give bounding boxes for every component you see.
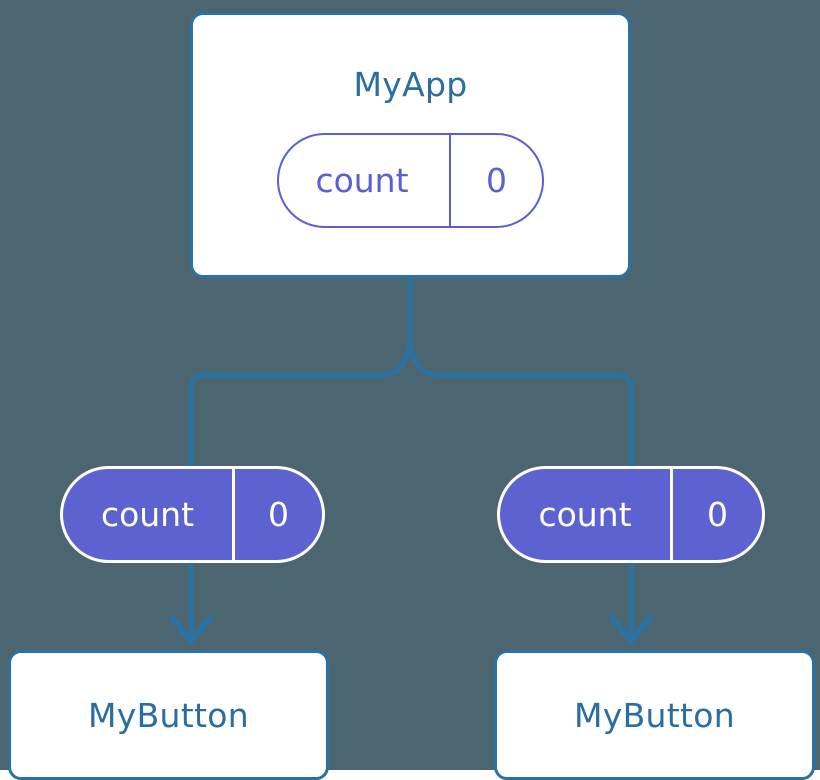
state-pill-myapp[interactable]: count 0	[277, 133, 544, 228]
arrowhead-right	[609, 615, 653, 644]
state-pill-child-right-key: count	[500, 469, 673, 560]
state-pill-child-left[interactable]: count 0	[60, 466, 325, 563]
component-mybutton-left[interactable]: MyButton	[8, 650, 329, 780]
component-myapp-title: MyApp	[353, 65, 468, 104]
state-pill-myapp-key: count	[279, 135, 451, 226]
state-pill-child-left-key: count	[63, 469, 235, 560]
component-mybutton-right[interactable]: MyButton	[494, 650, 815, 780]
component-mybutton-left-title: MyButton	[88, 695, 249, 735]
state-pill-child-right[interactable]: count 0	[497, 466, 765, 563]
arrowhead-left	[169, 615, 213, 644]
state-pill-myapp-value: 0	[486, 161, 507, 200]
wire-branch-right	[407, 347, 634, 466]
state-pill-child-left-value: 0	[268, 495, 289, 534]
wire-branch-left	[188, 347, 413, 466]
component-mybutton-right-title: MyButton	[574, 695, 735, 735]
state-pill-child-right-value: 0	[707, 495, 728, 534]
